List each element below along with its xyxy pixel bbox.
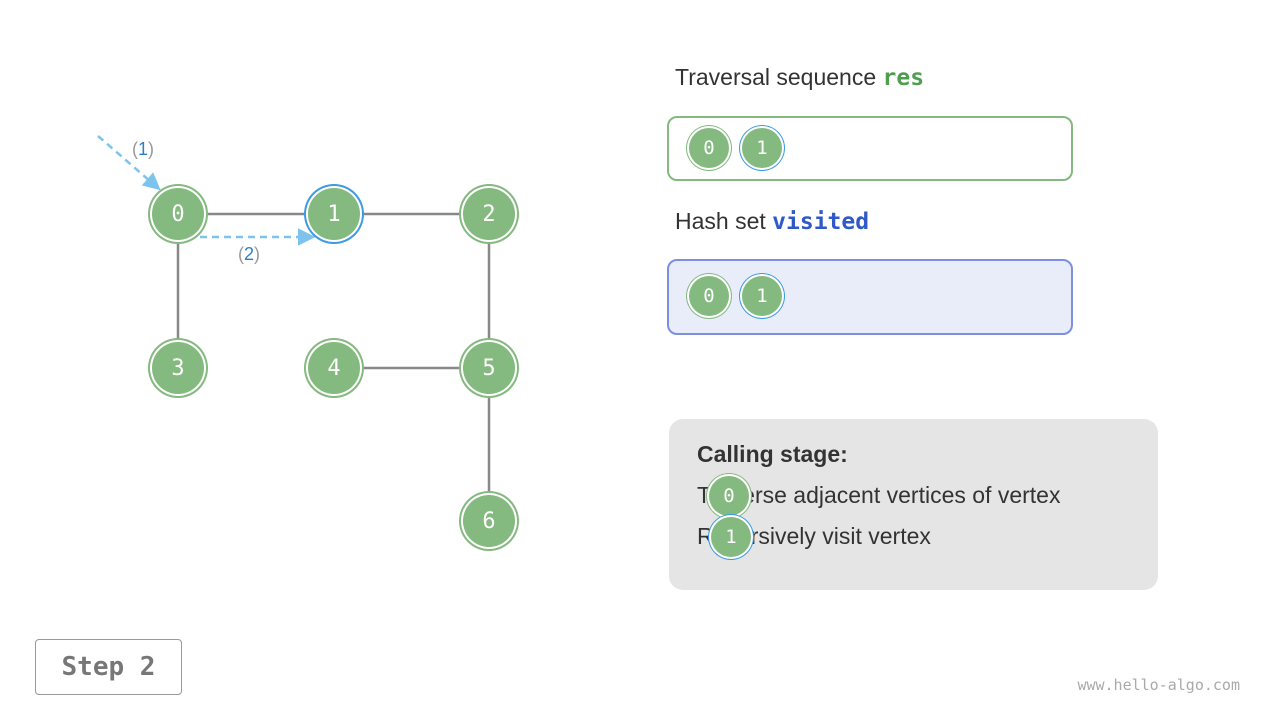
- watermark: www.hello-algo.com: [1077, 676, 1240, 694]
- visited-item-0: 0: [689, 276, 729, 316]
- vertex-0: 0: [152, 188, 204, 240]
- vertex-3: 3: [152, 342, 204, 394]
- res-container: [667, 116, 1073, 181]
- arrow-1-label: (1): [132, 139, 154, 159]
- info-line-traverse: Traverse adjacent vertices of vertex 0: [697, 475, 1130, 516]
- res-keyword: res: [882, 65, 925, 91]
- vertex-6: 6: [463, 495, 515, 547]
- res-item-0: 0: [689, 128, 729, 168]
- res-title: Traversal sequence res: [675, 64, 925, 91]
- arrow-1: [97, 135, 161, 191]
- vertex-5: 5: [463, 342, 515, 394]
- visited-title: Hash set visited: [675, 208, 870, 235]
- visited-keyword: visited: [772, 209, 870, 235]
- vertex-4: 4: [308, 342, 360, 394]
- info-line-recurse: Recursively visit vertex 1: [697, 516, 1130, 557]
- info-vertex-1: 1: [711, 516, 751, 557]
- calling-stage-panel: Calling stage: Traverse adjacent vertice…: [669, 419, 1158, 590]
- info-vertex-0: 0: [709, 475, 749, 516]
- visited-container: [667, 259, 1073, 335]
- visited-item-1: 1: [742, 276, 782, 316]
- calling-stage-heading: Calling stage:: [697, 441, 848, 467]
- step-indicator: Step 2: [35, 639, 182, 695]
- vertex-1: 1: [308, 188, 360, 240]
- vertex-2: 2: [463, 188, 515, 240]
- info-line-traverse-text: Traverse adjacent vertices of vertex: [697, 482, 1061, 508]
- arrow-2-label: (2): [238, 244, 260, 264]
- res-item-1: 1: [742, 128, 782, 168]
